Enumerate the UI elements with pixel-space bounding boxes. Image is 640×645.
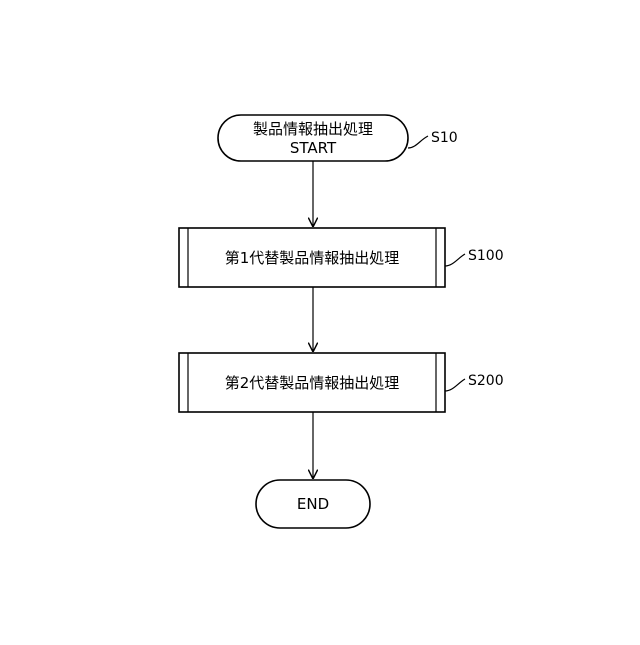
step-s100-leader (445, 254, 465, 266)
process1-label: 第1代替製品情報抽出処理 (225, 249, 400, 267)
start-terminator: 製品情報抽出処理 START (218, 115, 408, 161)
step-s100-label: S100 (468, 248, 504, 264)
start-label: START (290, 139, 337, 157)
process2-label: 第2代替製品情報抽出処理 (225, 374, 400, 392)
step-s200-leader (445, 379, 465, 391)
end-label: END (297, 495, 329, 513)
step-s200-label: S200 (468, 373, 504, 389)
process2-box: 第2代替製品情報抽出処理 (179, 353, 445, 412)
end-terminator: END (256, 480, 370, 528)
process1-box: 第1代替製品情報抽出処理 (179, 228, 445, 287)
step-s10-label: S10 (431, 130, 458, 146)
start-title: 製品情報抽出処理 (253, 120, 373, 138)
step-s10-leader (408, 136, 428, 148)
